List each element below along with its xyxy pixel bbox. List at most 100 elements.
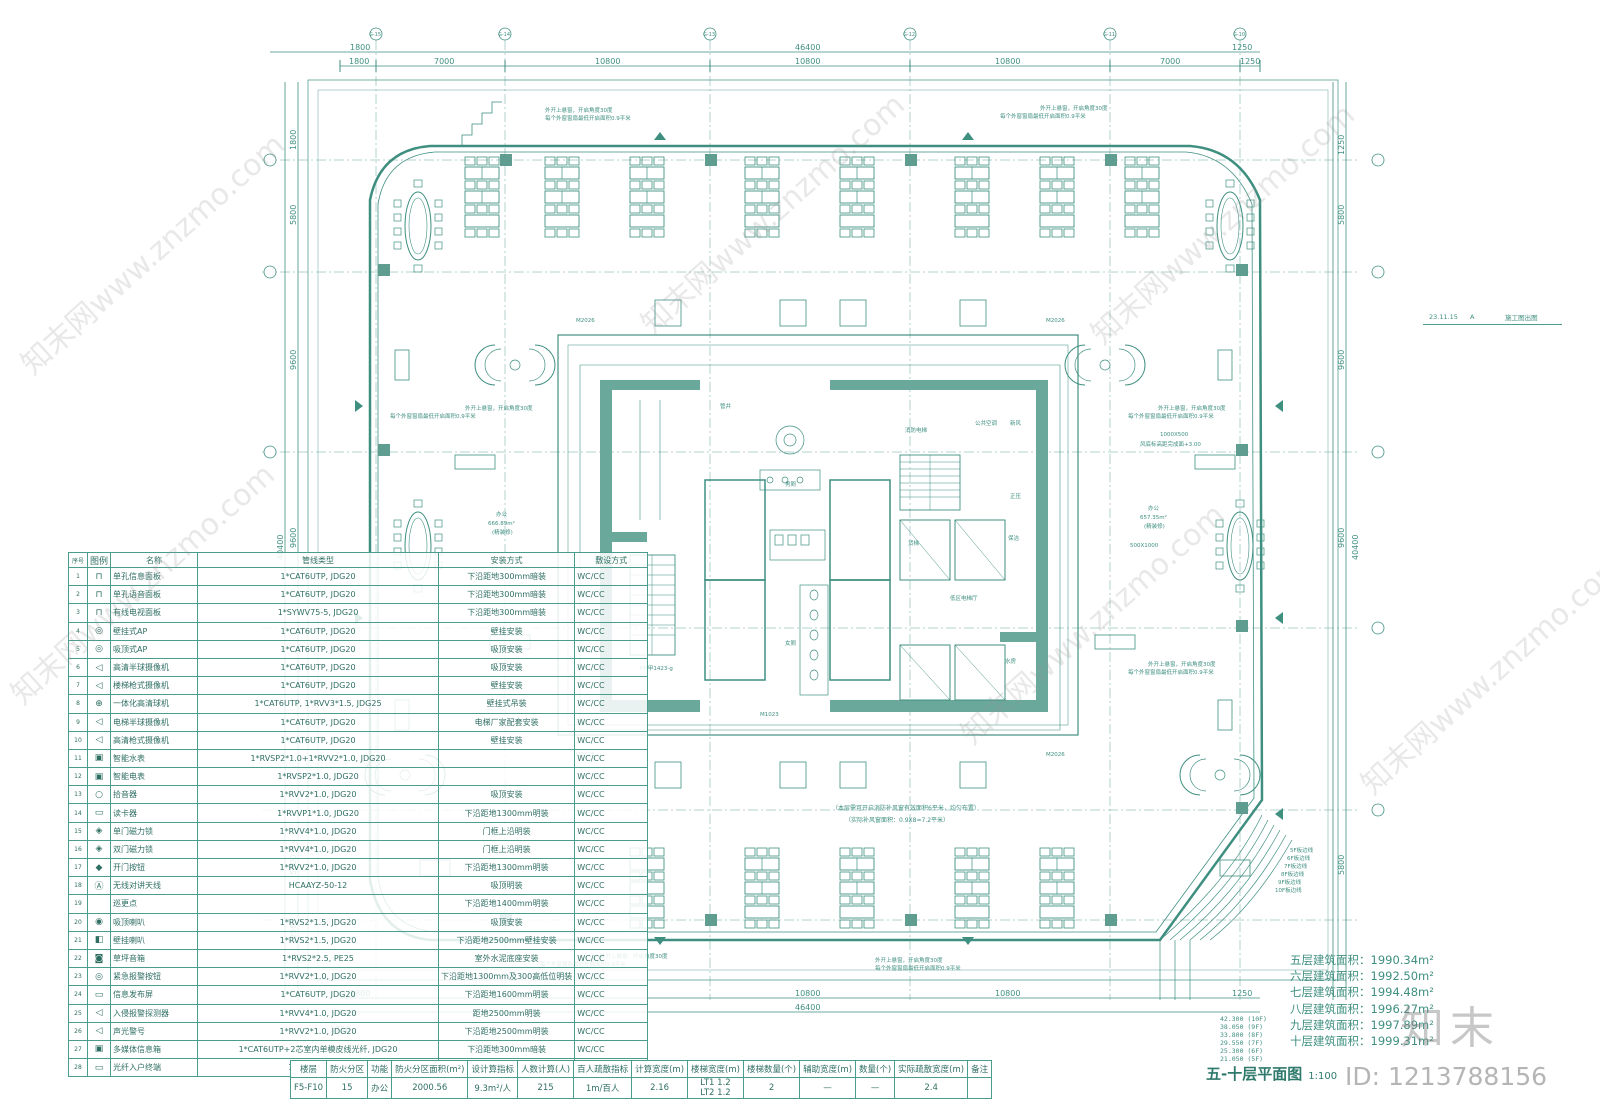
legend-icon: ◁ (86, 730, 112, 750)
legend-name: 智能水表 (110, 748, 199, 769)
axis-label-3: G-13 (703, 32, 715, 38)
dim-bottom-3: 10800 (995, 989, 1020, 998)
legend-method: WC/CC (574, 930, 649, 950)
legend-name: 读卡器 (110, 803, 199, 823)
legend-cable: 1*CAT6UTP, JDG20 (197, 621, 440, 641)
legend-name: 单门磁力锁 (110, 821, 199, 841)
legend-install: 吸顶明装 (438, 876, 576, 896)
legend-install: 下沿距地2500mm壁挂安装 (438, 930, 576, 950)
legend-method: WC/CC (574, 894, 649, 914)
dim-bottom-2: 10800 (795, 989, 820, 998)
legend-cable: 1*RVS2*1.5, JDG20 (197, 912, 440, 932)
legend-method: WC/CC (574, 712, 649, 732)
dim-left-2: 5800 (289, 205, 298, 225)
legend-method: WC/CC (574, 603, 649, 623)
dim-right-4: 9600 (1337, 528, 1346, 548)
legend-method: WC/CC (574, 730, 649, 750)
legend-icon: ⊓ (86, 585, 112, 605)
window-note-r2-2: 每个外窗窗扇最低开启面积0.9平米 (1128, 668, 1214, 676)
label-elevator-hall: 低区电梯厅 (950, 594, 978, 602)
legend-name: 光纤入户终端 (110, 1058, 199, 1078)
legend-method: WC/CC (574, 876, 649, 896)
legend-install: 下沿距地300mm暗装 (438, 603, 576, 623)
center-note-2: （实际补风窗面积：0.9X8=7.2平米） (845, 816, 949, 824)
legend-install: 下沿距地1300mm及300高低位明装 (438, 967, 576, 987)
legend-method: WC/CC (574, 857, 649, 878)
dim-top-outer-left: 1800 (350, 43, 370, 52)
legend-no: 11 (68, 748, 88, 769)
legend-no: 23 (68, 967, 88, 987)
legend-method: WC/CC (574, 694, 649, 714)
legend-method: WC/CC (574, 621, 649, 641)
evac-h-func: 功能 (367, 1060, 393, 1078)
dim-right-3: 9600 (1337, 350, 1346, 370)
evac-func: 办公 (367, 1077, 393, 1099)
evac-header-row: 楼层 防火分区 功能 防火分区面积(m²) 设计算指标 人数计算(人) 百人疏散… (289, 1060, 993, 1078)
dim-left-4: 9600 (289, 528, 298, 548)
legend-no: 21 (68, 930, 88, 950)
stair-label-6f: 6F板边线 (1287, 854, 1311, 862)
revision-date: 23.11.15 (1423, 310, 1464, 325)
evac-h-stairs: 楼梯数量(个) (742, 1060, 801, 1078)
stair-label-8f: 8F板边线 (1281, 870, 1305, 878)
axis-label-1: G-15 (369, 32, 381, 38)
label-duct-size: 1000X500 (1160, 432, 1189, 438)
legend-icon: ▣ (86, 748, 112, 769)
legend-name: 草坪音箱 (110, 948, 199, 969)
legend-no: 9 (68, 712, 88, 732)
evac-calc: 2.16 (631, 1077, 689, 1099)
label-office-left-note: (精装修) (492, 528, 513, 536)
legend-no: 10 (68, 730, 88, 750)
stair-label-10f: 10F板边线 (1275, 886, 1302, 894)
legend-header-install: 安装方式 (438, 552, 576, 568)
dim-right-5: 5800 (1337, 855, 1346, 875)
legend-name: 智能电表 (110, 767, 199, 787)
legend-name: 拾音器 (110, 785, 199, 805)
legend-install: 下沿距地1300mm明装 (438, 857, 576, 878)
dim-right-1: 1250 (1337, 135, 1346, 155)
legend-cable: 1*CAT6UTP, JDG20 (197, 985, 440, 1005)
legend-install: 下沿距地300mm暗装 (438, 585, 576, 605)
dim-bottom-5: 1250 (1232, 989, 1252, 998)
legend-no: 14 (68, 803, 88, 823)
brand-logo: 知末 (1400, 1003, 1500, 1054)
legend-icon: ◁ (86, 1003, 112, 1023)
legend-no: 3 (68, 603, 88, 623)
legend-install: 壁挂式吊装 (438, 694, 576, 714)
floor-area-list: 五层建筑面积：1990.34m² 六层建筑面积：1992.50m² 七层建筑面积… (1290, 952, 1434, 1049)
window-note-tr-1: 外开上悬窗，开启角度30度 (1040, 104, 1108, 112)
floor-area-8: 八层建筑面积：1996.27m² (1290, 1001, 1434, 1016)
evac-stair-widths: LT1 1.2 LT2 1.2 (687, 1077, 744, 1099)
axis-label-6: G-10 (1233, 32, 1245, 38)
legend-name: 壁挂式AP (110, 621, 199, 641)
legend-no: 8 (68, 694, 88, 714)
legend-install: 电梯厂家配套安装 (438, 712, 576, 732)
dim-top-7: 1250 (1240, 57, 1260, 66)
axis-label-2: G-14 (498, 32, 510, 38)
conference-tables (393, 179, 1265, 593)
legend-icon: ▣ (86, 1039, 112, 1060)
elevation-10f: 42.300 (10F) (1220, 1015, 1267, 1023)
plan-title-text: 五-十层平面图 (1206, 1065, 1303, 1083)
legend-install: 下沿距地300mm暗装 (438, 566, 576, 587)
label-office-right: 办公 (1148, 504, 1160, 512)
legend-install: 吸顶安装 (438, 912, 576, 932)
legend-install: 吸顶安装 (438, 639, 576, 659)
legend-name: 单孔信息面板 (110, 566, 199, 587)
legend-icon: ◉ (86, 912, 112, 932)
label-pipe-well: 管井 (720, 402, 732, 410)
legend-install: 壁挂安装 (438, 676, 576, 696)
legend-no: 17 (68, 857, 88, 878)
legend-icon: ◎ (86, 621, 112, 641)
floor-area-5: 五层建筑面积：1990.34m² (1290, 953, 1434, 967)
top-dimensions: 1800 46400 1250 1800 7000 10800 10800 10… (270, 43, 1261, 72)
legend-method: WC/CC (574, 639, 649, 659)
